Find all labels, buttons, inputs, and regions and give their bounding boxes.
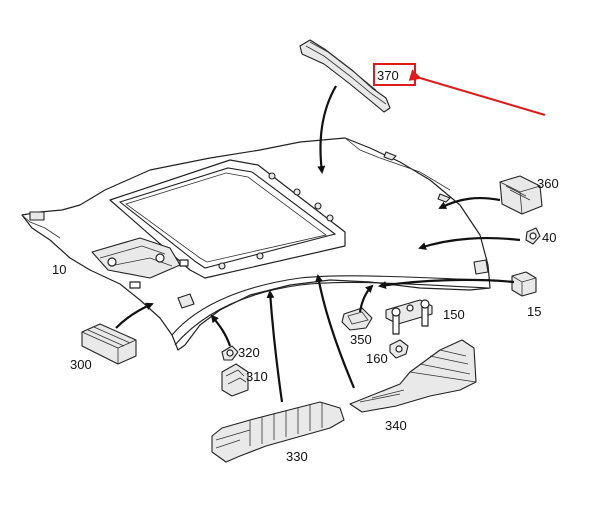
assembly-arrows xyxy=(115,85,521,403)
part-300-strip xyxy=(81,323,137,365)
part-340-panel xyxy=(349,339,477,413)
headliner-features xyxy=(29,151,489,309)
highlight-370 xyxy=(373,63,546,116)
label-360: 360 xyxy=(537,176,559,191)
part-150-bracket xyxy=(385,299,433,335)
part-310-bracket xyxy=(221,363,249,397)
label-310: 310 xyxy=(246,369,268,384)
part-360-block xyxy=(499,175,543,215)
label-350: 350 xyxy=(350,332,372,347)
part-15-block xyxy=(511,271,537,297)
label-40: 40 xyxy=(542,230,556,245)
part-330-panel xyxy=(211,401,345,463)
label-370: 370 xyxy=(377,68,399,83)
label-320: 320 xyxy=(238,345,260,360)
overhead-console-area xyxy=(91,237,189,289)
label-340: 340 xyxy=(385,418,407,433)
part-labels: 370 360 40 10 150 15 350 160 320 310 300… xyxy=(52,68,559,464)
part-160-nut xyxy=(389,339,409,359)
part-350-clip xyxy=(341,307,373,331)
part-370-strip xyxy=(299,39,391,113)
part-320-clip xyxy=(221,345,239,361)
label-330: 330 xyxy=(286,449,308,464)
highlight-arrow xyxy=(408,69,546,116)
part-40-clip xyxy=(525,227,541,245)
label-10: 10 xyxy=(52,262,66,277)
label-15: 15 xyxy=(527,304,541,319)
label-150: 150 xyxy=(443,307,465,322)
label-300: 300 xyxy=(70,357,92,372)
label-160: 160 xyxy=(366,351,388,366)
